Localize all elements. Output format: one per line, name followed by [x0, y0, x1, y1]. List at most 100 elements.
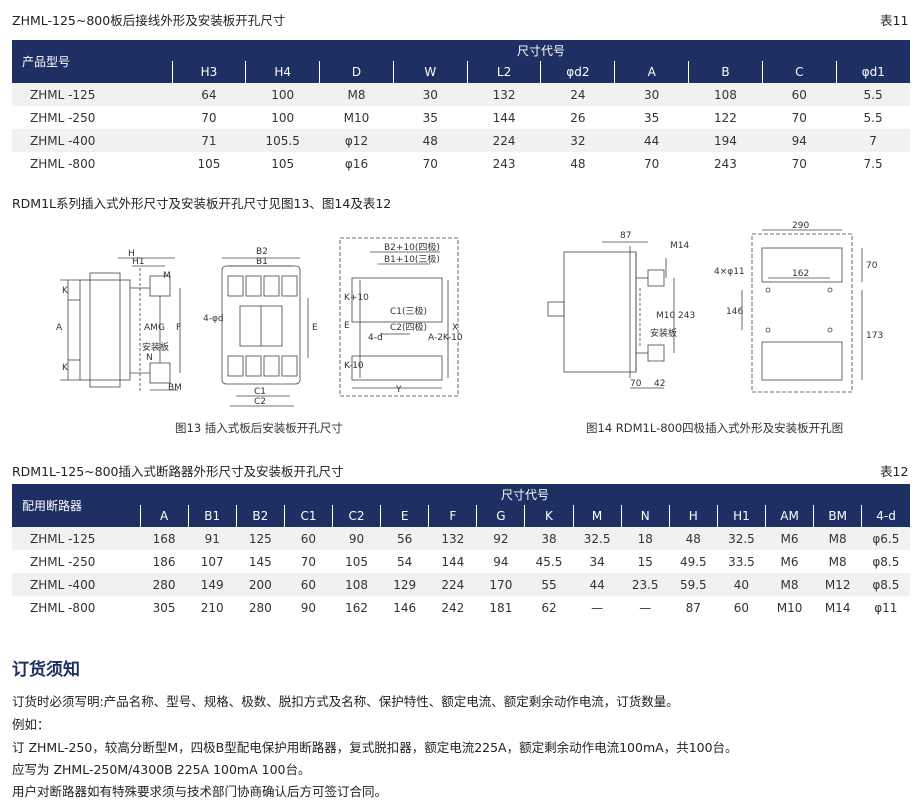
fig14-label-42: 42 [654, 379, 665, 389]
table-cell: 70 [422, 156, 438, 171]
fig14-cutout-frame [751, 233, 853, 393]
table-cell: φ12 [344, 133, 369, 148]
table-cell: 54 [397, 554, 413, 569]
fig13-label-e: E [312, 323, 318, 333]
fig13-label-c1-3: C1(三极) [390, 305, 427, 317]
table-cell: 15 [637, 554, 653, 569]
table-cell: 305 [152, 600, 176, 615]
table-cell: 64 [201, 87, 217, 102]
table11-col-header: D [319, 61, 394, 83]
table11-label: 表11 [880, 13, 909, 28]
table11-col-header: H3 [171, 61, 246, 83]
table12-col-header: N [620, 505, 670, 527]
fig13-label-e2: E [344, 321, 350, 331]
table-cell: 26 [570, 110, 586, 125]
fig14-caption: 图14 RDM1L-800四极插入式外形及安装板开孔图 [586, 421, 844, 435]
table11-col-header: φd2 [540, 61, 615, 83]
fig13-side-handle [89, 272, 121, 388]
table-cell: 224 [492, 133, 516, 148]
table-cell: 71 [201, 133, 217, 148]
fig13-label-bm: BM [168, 383, 182, 393]
table12-header-row1: 配用断路器 尺寸代号 [12, 484, 910, 527]
table-cell: 5.5 [863, 87, 883, 102]
table-cell: 62 [541, 600, 557, 615]
table-cell: 45.5 [535, 554, 563, 569]
row-model-cell: ZHML -800 [30, 156, 96, 171]
table-cell: 200 [248, 577, 272, 592]
table-cell: 129 [393, 577, 417, 592]
fig13-label-c2: C2 [254, 397, 266, 407]
table12-group-header: 尺寸代号 [140, 484, 910, 505]
fig13-cutout-hole [351, 277, 443, 323]
table11-col-header: φd1 [835, 61, 911, 83]
table-cell: 105.5 [265, 133, 300, 148]
table-cell: 70 [644, 156, 660, 171]
table-cell: 32 [570, 133, 586, 148]
table-cell: 280 [152, 577, 176, 592]
table-cell: φ8.5 [872, 554, 900, 569]
table12-col-header: G [476, 505, 525, 527]
fig13-label-h: H [128, 249, 135, 259]
table-cell: 144 [441, 554, 465, 569]
fig14-label-173: 173 [866, 331, 883, 341]
fig13-label-k10-bot: K-10 [344, 361, 364, 371]
fig13-label-x: X [452, 323, 458, 333]
table12-col-header: 4-d [861, 505, 910, 527]
table-cell: 60 [791, 87, 807, 102]
table-cell: 59.5 [679, 577, 707, 592]
row-model-cell: ZHML -800 [30, 600, 96, 615]
table11-col-header: H4 [245, 61, 320, 83]
table12-title: RDM1L-125~800插入式断路器外形尺寸及安装板开孔尺寸 [12, 464, 344, 479]
table-cell: 243 [714, 156, 737, 171]
table-cell: 60 [300, 531, 317, 546]
table-cell: φ8.5 [872, 577, 900, 592]
table12-col-header: K [524, 505, 574, 527]
table11-col-header: A [614, 61, 689, 83]
order-line-4: 应写为 ZHML-250M/4300B 225A 100mA 100台。 [12, 762, 311, 777]
fig13-label-c1: C1 [254, 387, 266, 397]
row-model-cell: ZHML -400 [30, 577, 96, 592]
table-cell: φ11 [874, 600, 898, 615]
table12-col-header: BM [813, 505, 862, 527]
fig14-label-m10: M10 [656, 311, 675, 321]
table-cell: 94 [493, 554, 509, 569]
fig13-label-g: G [158, 323, 165, 333]
fig13-label-a2k: A-2K-10 [428, 333, 463, 343]
fig13-label-k10-top: K+10 [344, 293, 369, 303]
table-cell: 18 [637, 531, 653, 546]
row-model-cell: ZHML -250 [30, 110, 96, 125]
table-cell: 70 [791, 110, 807, 125]
table-cell: 280 [248, 600, 272, 615]
table-cell: M8 [347, 87, 366, 102]
table-cell: — [639, 600, 652, 615]
table-cell: M8 [828, 554, 847, 569]
fig13-label-am: AM [144, 323, 158, 333]
table-cell: 48 [570, 156, 586, 171]
table-cell: 94 [791, 133, 807, 148]
table-cell: 90 [348, 531, 365, 546]
table-cell: 194 [714, 133, 737, 148]
table12-corner-header: 配用断路器 [12, 484, 141, 527]
table12-col-header: B1 [187, 505, 237, 527]
fig13-label-y: Y [395, 385, 402, 395]
table-cell: 186 [152, 554, 176, 569]
fig14-label-243: 243 [678, 311, 695, 321]
row-model-cell: ZHML -250 [30, 554, 96, 569]
table-cell: 38 [541, 531, 557, 546]
table-cell: M6 [780, 531, 799, 546]
fig14-label-m14: M14 [670, 241, 689, 251]
table-cell: M12 [824, 577, 851, 592]
table11-corner-header: 产品型号 [12, 40, 172, 83]
row-model-cell: ZHML -400 [30, 133, 96, 148]
table-cell: 33.5 [728, 554, 755, 569]
table-cell: 242 [441, 600, 465, 615]
table-cell: M8 [828, 531, 847, 546]
table-cell: 44 [589, 577, 605, 592]
fig13-label-k-bot: K [62, 363, 69, 373]
table-cell: 149 [200, 577, 224, 592]
